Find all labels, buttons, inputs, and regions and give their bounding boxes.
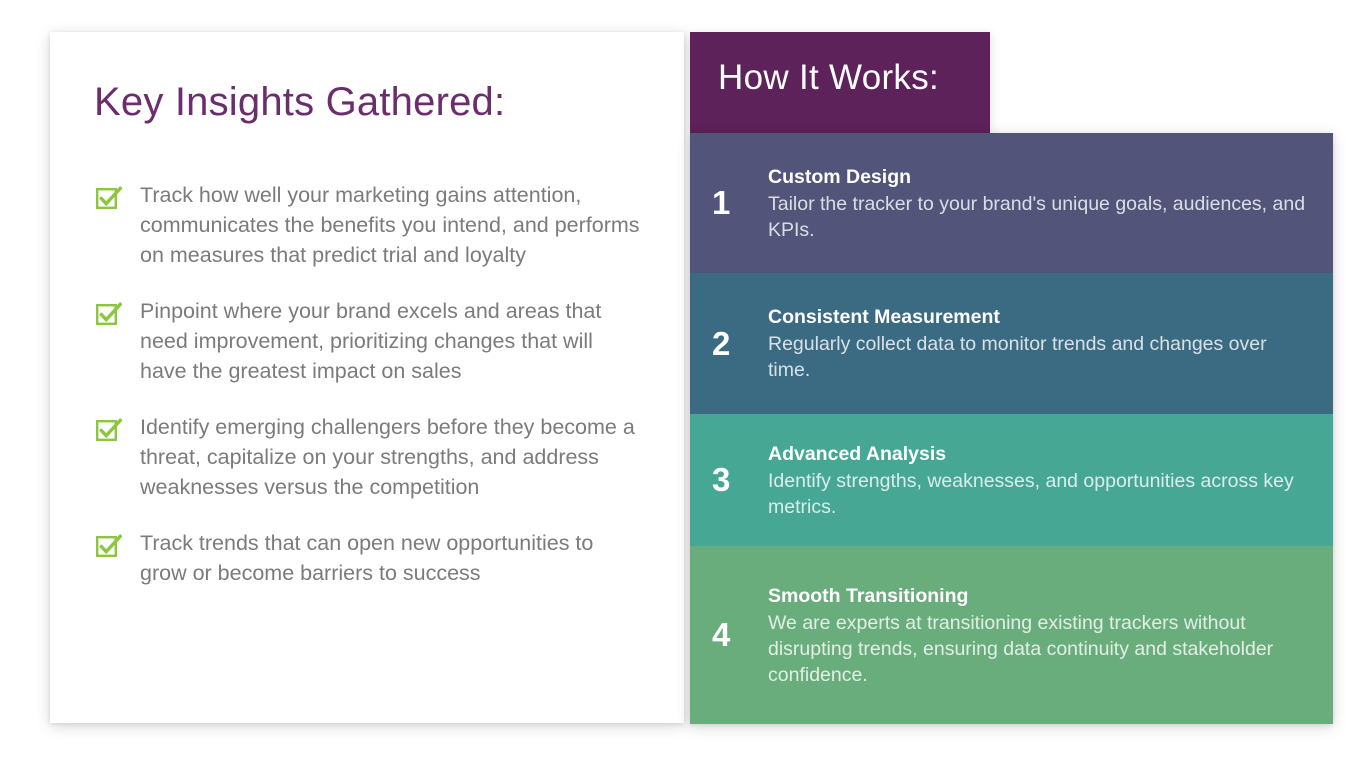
- list-item: Pinpoint where your brand excels and are…: [96, 296, 641, 386]
- page-title: Key Insights Gathered:: [94, 80, 506, 124]
- list-item: Track how well your marketing gains atte…: [96, 180, 641, 270]
- how-it-works-header: How It Works:: [690, 32, 990, 133]
- list-item: Track trends that can open new opportuni…: [96, 528, 641, 588]
- list-item-label: Track trends that can open new opportuni…: [140, 531, 594, 585]
- step-title: Custom Design: [768, 165, 912, 188]
- list-item: Identify emerging challengers before the…: [96, 412, 641, 502]
- insights-list: Track how well your marketing gains atte…: [96, 180, 641, 614]
- list-item-label: Pinpoint where your brand excels and are…: [140, 299, 602, 383]
- step-description: We are experts at transitioning existing…: [768, 611, 1274, 686]
- key-insights-card: Key Insights Gathered: Track how well yo…: [50, 32, 684, 723]
- step-description: Regularly collect data to monitor trends…: [768, 333, 1267, 381]
- step-number: 4: [712, 616, 731, 653]
- step-description: Tailor the tracker to your brand's uniqu…: [768, 192, 1306, 241]
- step-description: Identify strengths, weaknesses, and oppo…: [768, 469, 1294, 518]
- checkbox-checked-icon: [96, 301, 122, 327]
- step-number: 2: [712, 324, 731, 362]
- step-row: 4 Smooth Transitioning We are experts at t…: [690, 546, 1333, 724]
- step-number: 3: [712, 461, 731, 498]
- checkbox-checked-icon: [96, 185, 122, 211]
- step-title: Consistent Measurement: [768, 306, 1000, 328]
- step-title: Smooth Transitioning: [768, 584, 969, 607]
- list-item-label: Track how well your marketing gains atte…: [140, 183, 640, 267]
- step-body: Smooth Transitioning We are experts at tr…: [768, 583, 1307, 688]
- checkbox-checked-icon: [96, 417, 122, 443]
- step-title: Advanced Analysis: [768, 442, 947, 465]
- list-item-label: Identify emerging challengers before the…: [140, 415, 635, 499]
- checkbox-checked-icon: [96, 533, 122, 559]
- step-number: 1: [712, 184, 731, 221]
- how-it-works-title: How It Works:: [718, 58, 940, 97]
